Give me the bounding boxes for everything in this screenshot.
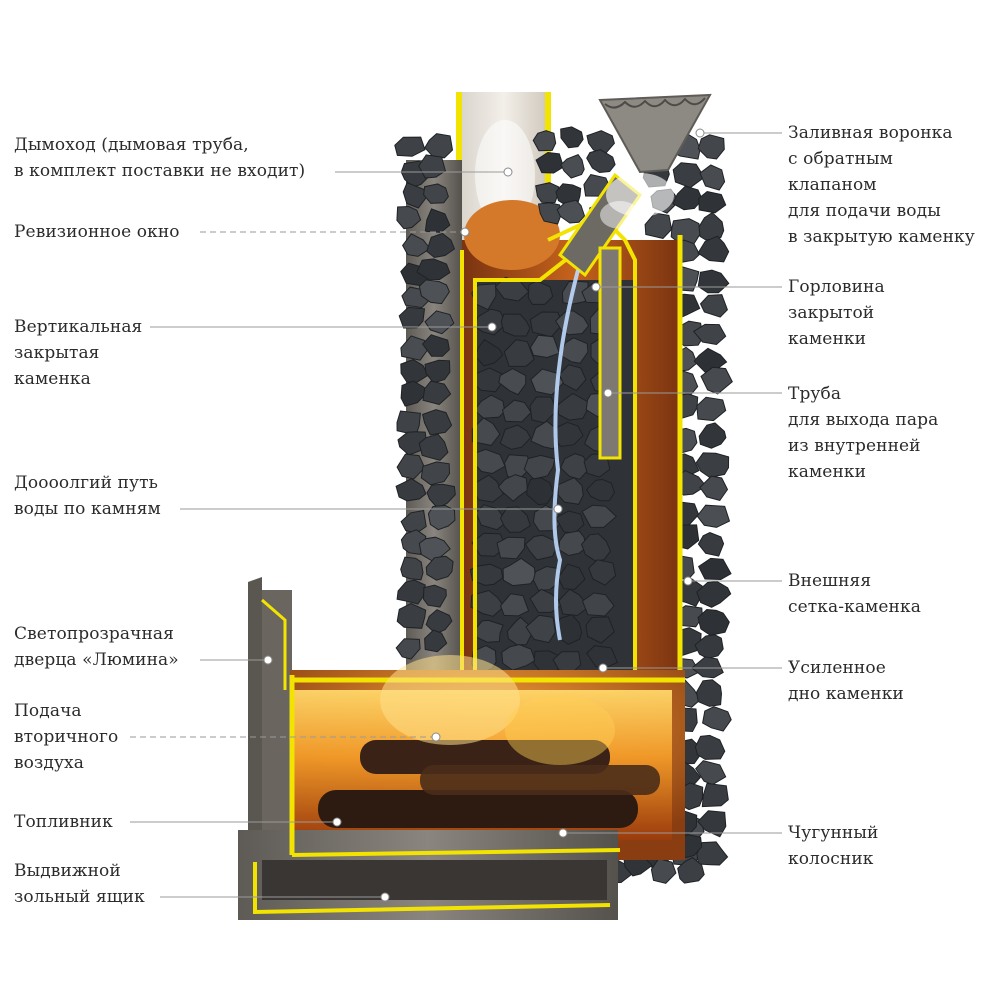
label-secondary-air: Подача вторичного воздуха bbox=[14, 701, 119, 773]
funnel-icon bbox=[598, 93, 712, 229]
leader-dots bbox=[263, 128, 705, 902]
label-long-water-path: Доооолгий путь воды по камням bbox=[14, 473, 161, 519]
label-firebox: Топливник bbox=[14, 812, 113, 832]
label-chimney: Дымоход (дымовая труба, в комплект поста… bbox=[14, 135, 306, 181]
label-water-funnel: Заливная воронка с обратным клапаном для… bbox=[788, 123, 975, 247]
label-reinforced-bottom: Усиленное дно каменки bbox=[788, 658, 904, 704]
label-inspection-window: Ревизионное окно bbox=[14, 222, 180, 242]
label-glass-door: Светопрозрачная дверца «Люмина» bbox=[14, 624, 179, 670]
label-steam-pipe: Труба для выхода пара из внутренней каме… bbox=[788, 384, 939, 482]
label-ash-drawer: Выдвижной зольный ящик bbox=[14, 861, 145, 907]
leader-lines bbox=[130, 132, 782, 898]
firewood-logs bbox=[318, 655, 660, 828]
column-stones bbox=[394, 126, 616, 660]
label-heater-neck: Горловина закрытой каменки bbox=[788, 277, 885, 349]
label-outer-mesh: Внешняя сетка-каменка bbox=[788, 571, 921, 617]
water-stream bbox=[552, 269, 580, 641]
label-vertical-closed-heater: Вертикальная закрытая каменка bbox=[14, 317, 143, 389]
label-cast-iron-grate: Чугунный колосник bbox=[788, 823, 879, 869]
